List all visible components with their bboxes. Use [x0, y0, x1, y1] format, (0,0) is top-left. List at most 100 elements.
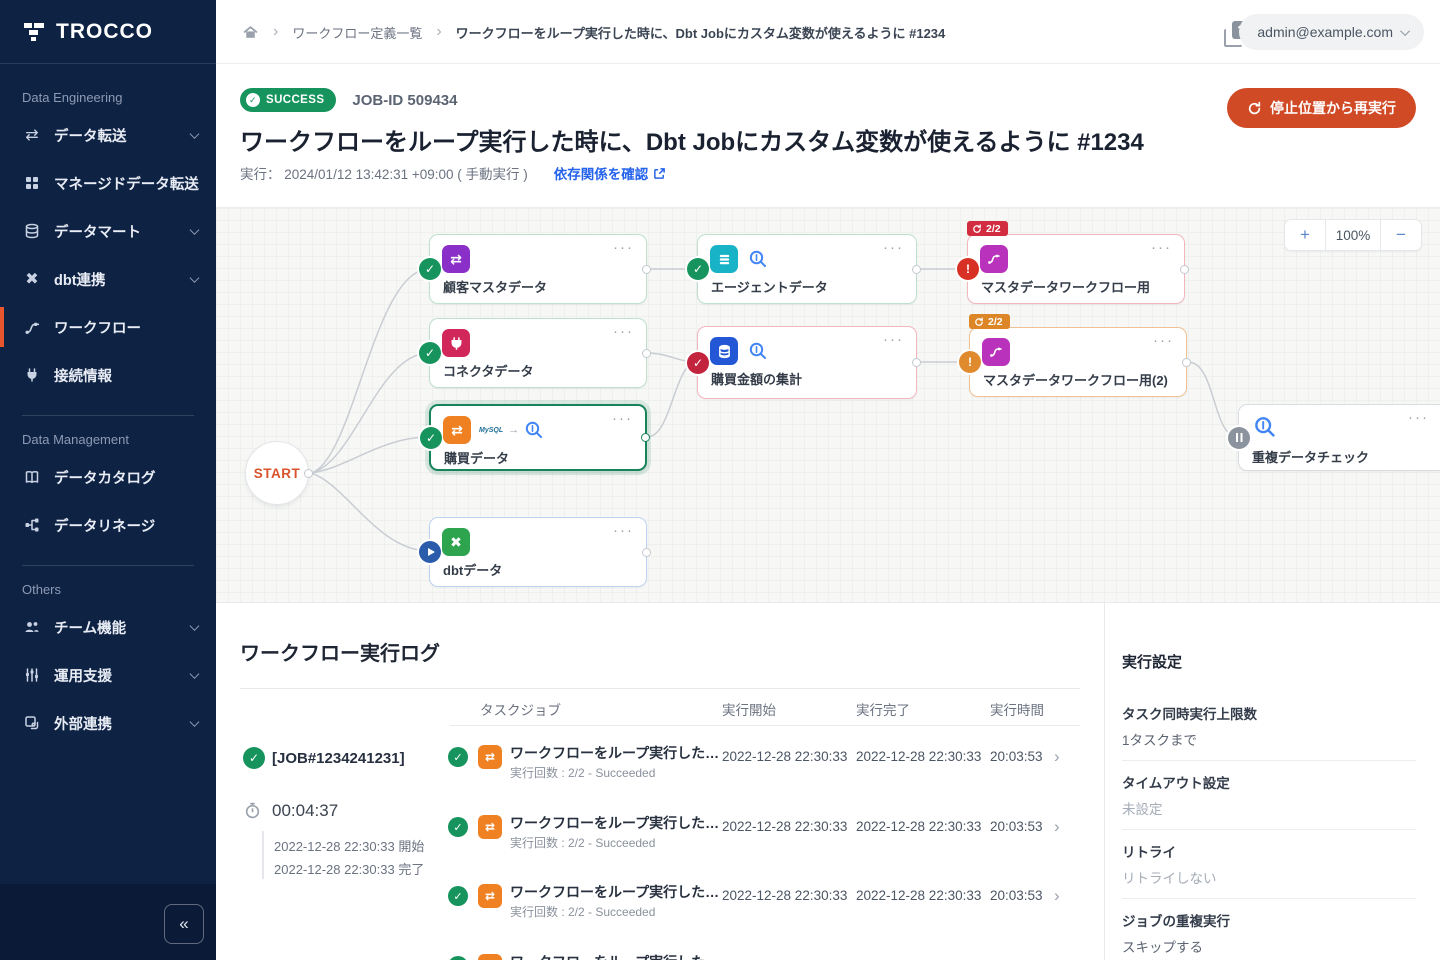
- team-icon: [22, 617, 42, 637]
- task-start: 2022-12-28 22:30:33: [722, 958, 847, 960]
- output-port[interactable]: [641, 433, 650, 442]
- setting-value: スキップする: [1122, 940, 1203, 955]
- more-menu-icon[interactable]: ···: [1151, 239, 1172, 256]
- setting-label: タスク同時実行上限数: [1122, 707, 1257, 722]
- more-menu-icon[interactable]: ···: [1408, 409, 1429, 426]
- node-label: エージェントデータ: [711, 280, 828, 295]
- success-check-icon: ✓: [420, 426, 442, 449]
- sidebar-item-data-catalog[interactable]: データカタログ: [0, 453, 216, 501]
- sidebar-item-connections[interactable]: 接続情報: [0, 351, 216, 399]
- node-label: 購買金額の集計: [711, 372, 803, 387]
- mysql-logo: MySQL: [479, 426, 504, 434]
- node-duplicate-check[interactable]: 重複データチェック ···: [1228, 404, 1440, 471]
- sidebar-item-data-transfer[interactable]: ⇄ データ転送: [0, 111, 216, 159]
- exec-meta: 実行： 2024/01/12 13:42:31 +09:00 ( 手動実行 ): [240, 167, 528, 182]
- workflow-canvas[interactable]: START ✓ ⇄ 顧客マスタデータ ··· ✓ コネクタデータ ··· ✓ ⇄: [216, 207, 1440, 603]
- task-subtitle: 実行回数 : 2/2 - Succeeded: [510, 766, 656, 780]
- vertical-divider: [1104, 603, 1105, 960]
- setting-label: リトライ: [1122, 845, 1176, 860]
- sidebar-item-datamart[interactable]: データマート: [0, 207, 216, 255]
- task-row[interactable]: ✓ ⇄ ワークフローをループ実行した… 実行回数 : 2/2 - Succeed…: [442, 932, 1090, 960]
- node-agent-data[interactable]: ✓ エージェントデータ ···: [687, 234, 921, 304]
- transfer-icon: ⇄: [478, 954, 502, 960]
- node-connector-data[interactable]: ✓ コネクタデータ ···: [419, 318, 651, 388]
- task-title: ワークフローをループ実行した…: [510, 815, 720, 831]
- sidebar-item-managed-transfer[interactable]: マネージドデータ転送: [0, 159, 216, 207]
- output-port[interactable]: [642, 264, 651, 274]
- task-title: ワークフローをループ実行した…: [510, 745, 720, 761]
- error-icon: !: [957, 258, 979, 280]
- task-row[interactable]: ✓ ⇄ ワークフローをループ実行した… 実行回数 : 2/2 - Succeed…: [442, 723, 1090, 793]
- chevron-right-icon[interactable]: ›: [1054, 817, 1060, 836]
- output-port[interactable]: [642, 547, 651, 557]
- node-purchase-data[interactable]: ✓ ⇄ MySQL → 購買データ ···: [420, 404, 650, 471]
- query-magnifier-icon: [525, 421, 543, 438]
- output-port[interactable]: [304, 468, 313, 478]
- zoom-out-button[interactable]: −: [1381, 220, 1421, 250]
- section-label-others: Others: [22, 582, 62, 597]
- task-duration: 20:03:53: [990, 958, 1043, 960]
- chevron-right-icon[interactable]: ›: [1054, 886, 1060, 905]
- user-menu[interactable]: admin@example.com: [1239, 14, 1424, 50]
- chevron-down-icon: [189, 273, 200, 283]
- task-title: ワークフローをループ実行した…: [510, 952, 719, 960]
- chevron-down-icon: [189, 621, 200, 631]
- more-menu-icon[interactable]: ···: [1153, 332, 1174, 349]
- transfer-icon: ⇄: [443, 416, 471, 444]
- success-check-icon: ✓: [687, 351, 709, 374]
- chevron-down-icon: [1400, 25, 1411, 36]
- dependency-link[interactable]: 依存関係を確認: [554, 163, 667, 183]
- refresh-icon: [1248, 101, 1261, 114]
- output-port[interactable]: [1180, 264, 1189, 274]
- sidebar-item-dbt[interactable]: ✖ dbt連携: [0, 255, 216, 303]
- divider: [1122, 829, 1416, 830]
- home-icon[interactable]: [242, 24, 259, 41]
- start-label: START: [253, 465, 301, 481]
- sidebar-item-external[interactable]: 外部連携: [0, 699, 216, 747]
- more-menu-icon[interactable]: ···: [612, 410, 633, 427]
- output-port[interactable]: [912, 264, 921, 274]
- task-row[interactable]: ✓ ⇄ ワークフローをループ実行した… 実行回数 : 2/2 - Succeed…: [442, 793, 1090, 863]
- node-master-workflow-2[interactable]: 2/2 ! マスタデータワークフロー用(2) ···: [959, 314, 1191, 397]
- chevron-right-icon[interactable]: ›: [1054, 747, 1060, 766]
- dbt-icon: ✖: [442, 528, 470, 556]
- chevron-right-icon[interactable]: ›: [1054, 956, 1060, 960]
- output-port[interactable]: [642, 348, 651, 358]
- arrow-icon: →: [508, 424, 520, 436]
- column-header-start: 実行開始: [722, 703, 776, 718]
- zoom-in-button[interactable]: +: [1285, 220, 1325, 250]
- start-node[interactable]: START: [245, 441, 313, 505]
- task-row[interactable]: ✓ ⇄ ワークフローをループ実行した… 実行回数 : 2/2 - Succeed…: [442, 862, 1090, 932]
- output-port[interactable]: [912, 358, 921, 367]
- node-master-workflow[interactable]: 2/2 ! マスタデータワークフロー用 ···: [957, 221, 1189, 304]
- workflow-log-section: ワークフロー実行ログ タスクジョブ 実行開始 実行完了 実行時間 ✓ [JOB#…: [216, 603, 1440, 960]
- sidebar-item-operations[interactable]: 運用支援: [0, 651, 216, 699]
- sidebar-item-team[interactable]: チーム機能: [0, 603, 216, 651]
- trocco-logo[interactable]: TROCCO: [0, 0, 216, 64]
- sidebar-item-data-lineage[interactable]: データリネージ: [0, 501, 216, 549]
- node-customer-master[interactable]: ✓ ⇄ 顧客マスタデータ ···: [419, 234, 651, 304]
- node-label: 顧客マスタデータ: [443, 280, 548, 295]
- sidebar-item-workflow[interactable]: ワークフロー: [0, 303, 216, 351]
- node-purchase-sum[interactable]: ✓ 購買金額の集計 ···: [687, 326, 921, 399]
- setting-label: ジョブの重複実行: [1122, 914, 1230, 929]
- output-port[interactable]: [1182, 357, 1191, 367]
- transfer-icon: ⇄: [25, 127, 39, 144]
- breadcrumb-parent[interactable]: ワークフロー定義一覧: [292, 25, 423, 41]
- plug-icon: [442, 329, 470, 357]
- sidebar-collapse-button[interactable]: «: [164, 904, 204, 944]
- more-menu-icon[interactable]: ···: [613, 522, 634, 539]
- more-menu-icon[interactable]: ···: [883, 239, 904, 256]
- node-label: コネクタデータ: [443, 364, 534, 379]
- more-menu-icon[interactable]: ···: [883, 331, 904, 348]
- dbt-icon: ✖: [25, 271, 39, 288]
- rerun-button[interactable]: 停止位置から再実行: [1227, 88, 1416, 128]
- breadcrumb-separator: ›: [273, 23, 279, 40]
- success-check-icon: ✓: [448, 747, 468, 767]
- more-menu-icon[interactable]: ···: [613, 323, 634, 340]
- node-dbt-data[interactable]: ✖ dbtデータ ···: [419, 517, 651, 587]
- sidebar-divider: [22, 415, 194, 416]
- more-menu-icon[interactable]: ···: [613, 239, 634, 256]
- divider: [240, 688, 1080, 689]
- job-id-label: [JOB#1234241231]: [272, 750, 405, 767]
